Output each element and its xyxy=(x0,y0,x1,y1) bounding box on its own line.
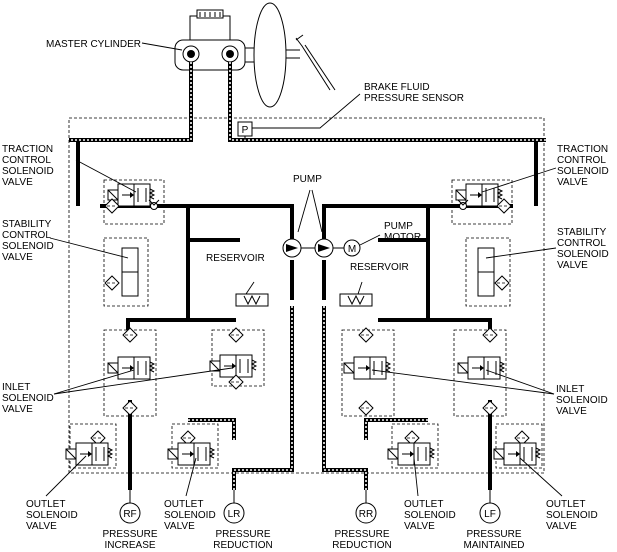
hcu-outline xyxy=(68,117,545,474)
motor-symbol: M xyxy=(348,244,356,255)
reservoir-right xyxy=(339,281,373,307)
label-stability-left-4: VALVE xyxy=(2,252,33,263)
traction-valve-left xyxy=(103,179,165,225)
label-pump-motor-2: MOTOR xyxy=(384,232,421,243)
label-stability-left-3: SOLENOID xyxy=(2,241,54,252)
hydraulic-line-inner xyxy=(69,62,546,490)
wheel-code-lr: LR xyxy=(228,509,241,520)
status-lf-2: MAINTAINED xyxy=(464,540,525,551)
status-lf-1: PRESSURE xyxy=(466,529,521,540)
label-outlet-lr-1: OUTLET xyxy=(164,499,203,510)
brake-fluid-pressure-sensor: P xyxy=(237,93,361,140)
wheel-code-lf: LF xyxy=(484,509,496,520)
label-outlet-rr-1: OUTLET xyxy=(404,499,443,510)
label-pressure-sensor: PRESSURE SENSOR xyxy=(364,93,464,104)
label-outlet-lf-2: SOLENOID xyxy=(546,510,598,521)
label-stability-right-3: SOLENOID xyxy=(557,249,609,260)
sensor-symbol: P xyxy=(242,125,249,136)
label-stability-right-1: STABILITY xyxy=(557,227,607,238)
label-inlet-right-2: SOLENOID xyxy=(556,395,608,406)
pump-motor: M xyxy=(333,234,381,257)
leader-lines xyxy=(45,42,563,497)
inlet-valve-lr xyxy=(209,327,265,390)
wheel-rr: RR xyxy=(355,490,377,524)
wheel-rf: RF xyxy=(119,468,141,524)
stability-valve-right xyxy=(465,237,511,307)
status-rr-2: REDUCTION xyxy=(332,540,391,551)
label-stability-right-2: CONTROL xyxy=(557,238,606,249)
label-inlet-left-2: SOLENOID xyxy=(2,393,54,404)
label-master-cylinder: MASTER CYLINDER xyxy=(46,39,141,50)
label-inlet-left-1: INLET xyxy=(2,382,30,393)
outlet-valve-rr xyxy=(387,423,439,469)
label-outlet-rf-3: VALVE xyxy=(26,521,57,532)
outlet-valve-rf xyxy=(65,423,117,469)
status-lr-2: REDUCTION xyxy=(213,540,272,551)
reservoir-left xyxy=(235,281,269,307)
label-outlet-lf-1: OUTLET xyxy=(546,499,585,510)
label-stability-left-1: STABILITY xyxy=(2,219,52,230)
label-reservoir-left: RESERVOIR xyxy=(206,253,265,264)
label-traction-right-2: CONTROL xyxy=(557,155,606,166)
label-outlet-lr-3: VALVE xyxy=(164,521,195,532)
label-brake-fluid: BRAKE FLUID xyxy=(364,82,430,93)
label-inlet-right-1: INLET xyxy=(556,384,584,395)
master-cylinder xyxy=(174,9,246,71)
label-outlet-rr-2: SOLENOID xyxy=(404,510,456,521)
label-stability-right-4: VALVE xyxy=(557,260,588,271)
label-outlet-rr-3: VALVE xyxy=(404,521,435,532)
outlet-valve-lf xyxy=(493,423,543,469)
status-lr-1: PRESSURE xyxy=(215,529,270,540)
label-traction-right-1: TRACTION xyxy=(557,144,608,155)
label-pump: PUMP xyxy=(293,174,322,185)
label-traction-left-1: TRACTION xyxy=(2,144,53,155)
inlet-valve-lf xyxy=(453,327,507,417)
label-outlet-rf-1: OUTLET xyxy=(26,499,65,510)
status-rf-1: PRESSURE xyxy=(102,529,157,540)
status-rf-2: INCREASE xyxy=(104,540,155,551)
pump xyxy=(282,189,334,258)
label-reservoir-right: RESERVOIR xyxy=(350,262,409,273)
outlet-valve-lr xyxy=(167,423,219,469)
traction-valve-right xyxy=(451,179,513,225)
label-inlet-left-3: VALVE xyxy=(2,404,33,415)
label-outlet-lf-3: VALVE xyxy=(546,521,577,532)
label-outlet-rf-2: SOLENOID xyxy=(26,510,78,521)
stability-valve-left xyxy=(103,237,149,307)
label-inlet-right-3: VALVE xyxy=(556,406,587,417)
label-traction-right-4: VALVE xyxy=(557,177,588,188)
label-pump-motor-1: PUMP xyxy=(384,221,413,232)
inlet-valve-rf xyxy=(103,327,157,417)
label-traction-left-4: VALVE xyxy=(2,177,33,188)
label-traction-right-3: SOLENOID xyxy=(557,166,609,177)
wheel-code-rr: RR xyxy=(359,509,373,520)
hydraulic-lines xyxy=(69,62,546,490)
status-rr-1: PRESSURE xyxy=(334,529,389,540)
brake-booster xyxy=(244,2,336,108)
label-traction-left-2: CONTROL xyxy=(2,155,51,166)
wheel-code-rf: RF xyxy=(123,509,136,520)
wheel-lf: LF xyxy=(479,468,501,524)
label-outlet-lr-2: SOLENOID xyxy=(164,510,216,521)
label-stability-left-2: CONTROL xyxy=(2,230,51,241)
label-traction-left-3: SOLENOID xyxy=(2,166,54,177)
wheel-lr: LR xyxy=(223,490,245,524)
